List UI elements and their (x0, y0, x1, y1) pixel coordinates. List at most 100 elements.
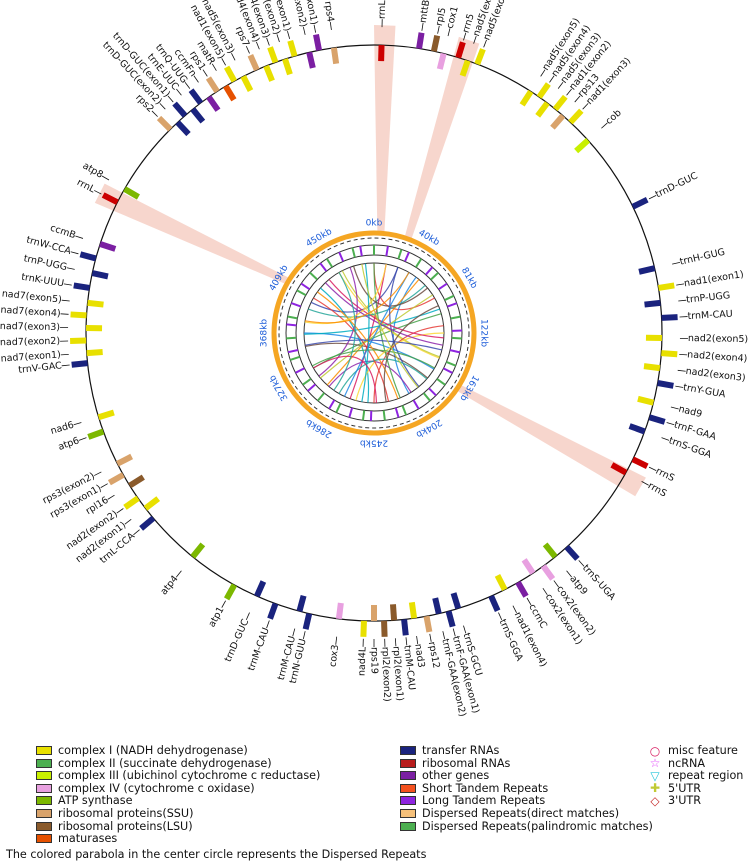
legend-label: Short Tandem Repeats (422, 781, 549, 795)
gene-block (116, 453, 134, 467)
gene-block (87, 299, 104, 308)
gene-label: nad7(exon3) (0, 321, 60, 333)
label-leader (202, 69, 208, 77)
gene-block (99, 241, 117, 252)
repeat-tick (422, 392, 431, 402)
repeat-chord (305, 342, 429, 379)
legend-symbol-icon: ✚ (649, 781, 661, 796)
repeat-tick (307, 383, 316, 392)
label-leader (176, 88, 182, 96)
label-leader (60, 353, 69, 356)
gene-label: rps12 (426, 641, 442, 670)
label-leader (483, 39, 487, 48)
repeat-tick (300, 282, 311, 290)
position-tick: 122kb (479, 319, 489, 347)
gene-label: rps19 (369, 647, 380, 674)
gene-label: trnM-CAU (687, 309, 733, 322)
label-leader (557, 81, 564, 89)
label-leader (66, 267, 75, 270)
gene-block (282, 58, 293, 76)
legend-swatch (36, 796, 52, 806)
gene-label: atp4 (159, 574, 181, 598)
label-leader (675, 385, 684, 388)
legend-item: Dispersed Repeats(palindromic matches) (400, 820, 653, 833)
label-leader (133, 529, 140, 536)
gene-label: trnP-UGG (686, 290, 731, 306)
label-leader (313, 24, 317, 33)
gene-label: nad7(exon4) (0, 305, 61, 320)
gene-label: rrn5 (461, 12, 477, 34)
repeat-tick (397, 249, 403, 260)
gene-label: nad2(exon4) (687, 349, 748, 364)
gene-label: rrnL (75, 177, 97, 196)
legend-swatch (36, 821, 52, 831)
gene-block (628, 423, 646, 435)
repeat-tick (449, 349, 461, 354)
legend-symbol-icon: ○ (649, 743, 661, 758)
gene-block (644, 299, 661, 308)
gene-label: nad7(exon1) (0, 349, 61, 364)
label-leader (679, 353, 688, 356)
repeat-band (403, 36, 480, 243)
dashed-ring (278, 237, 470, 429)
gene-block (637, 395, 655, 406)
legend-item: Dispersed Repeats(direct matches) (400, 807, 619, 820)
gene-label: trnY-GUA (682, 382, 727, 400)
gene-block (515, 580, 529, 598)
gene-block (139, 515, 156, 531)
gene-block (172, 101, 188, 118)
label-leader (302, 631, 306, 640)
legend-label: complex I (NADH dehydrogenase) (58, 744, 248, 757)
label-leader (648, 466, 657, 472)
position-tick: 0kb (366, 219, 383, 229)
gene-block (240, 75, 254, 93)
gene-block (610, 462, 628, 476)
label-leader (302, 26, 306, 35)
label-leader (266, 37, 270, 46)
repeat-tick (404, 251, 410, 262)
repeat-tick (447, 302, 458, 308)
label-leader (116, 508, 124, 514)
gene-label: atp1 (206, 605, 226, 629)
label-leader (549, 75, 555, 83)
label-leader (256, 41, 260, 50)
repeat-chord (326, 278, 420, 386)
legend-label: 5'UTR (668, 781, 701, 795)
repeat-tick (287, 349, 299, 354)
repeat-chord (313, 355, 378, 403)
label-leader (429, 633, 432, 642)
gene-block (123, 186, 140, 200)
gene-block (521, 558, 536, 575)
gene-label: mttB (418, 0, 432, 24)
label-leader (221, 600, 226, 608)
gene-block (190, 542, 206, 559)
gene-label: trnD-GUC (654, 170, 700, 200)
gene-label: rrnL (377, 0, 389, 19)
repeat-chord (304, 272, 410, 324)
legend-label: ribosomal proteins(LSU) (58, 819, 193, 833)
repeat-chord (355, 332, 445, 401)
gene-block (416, 32, 425, 50)
gene-blocks (70, 32, 678, 637)
label-leader (473, 35, 477, 44)
repeat-tick (286, 336, 297, 340)
gene-block (540, 564, 556, 581)
gene-label: rps4 (322, 1, 336, 23)
label-leader (582, 103, 589, 110)
gene-block (360, 620, 367, 637)
repeat-tick (338, 251, 345, 262)
gene-block (568, 108, 584, 125)
gene-block (188, 88, 204, 105)
position-tick: 245kb (360, 438, 388, 448)
gene-label: ccmB (49, 223, 77, 242)
repeat-tick (309, 271, 318, 281)
label-leader (100, 483, 108, 488)
gene-label: trnK-UUU (21, 272, 65, 290)
legend-item: ▽repeat region (648, 769, 743, 782)
legend-swatch (400, 809, 416, 818)
legend-label: other genes (422, 769, 490, 783)
legend-item: ATP synthase (36, 794, 133, 807)
legend: complex I (NADH dehydrogenase)complex II… (0, 744, 750, 863)
legend-swatch (36, 758, 52, 768)
legend-item: Long Tandem Repeats (400, 794, 545, 807)
